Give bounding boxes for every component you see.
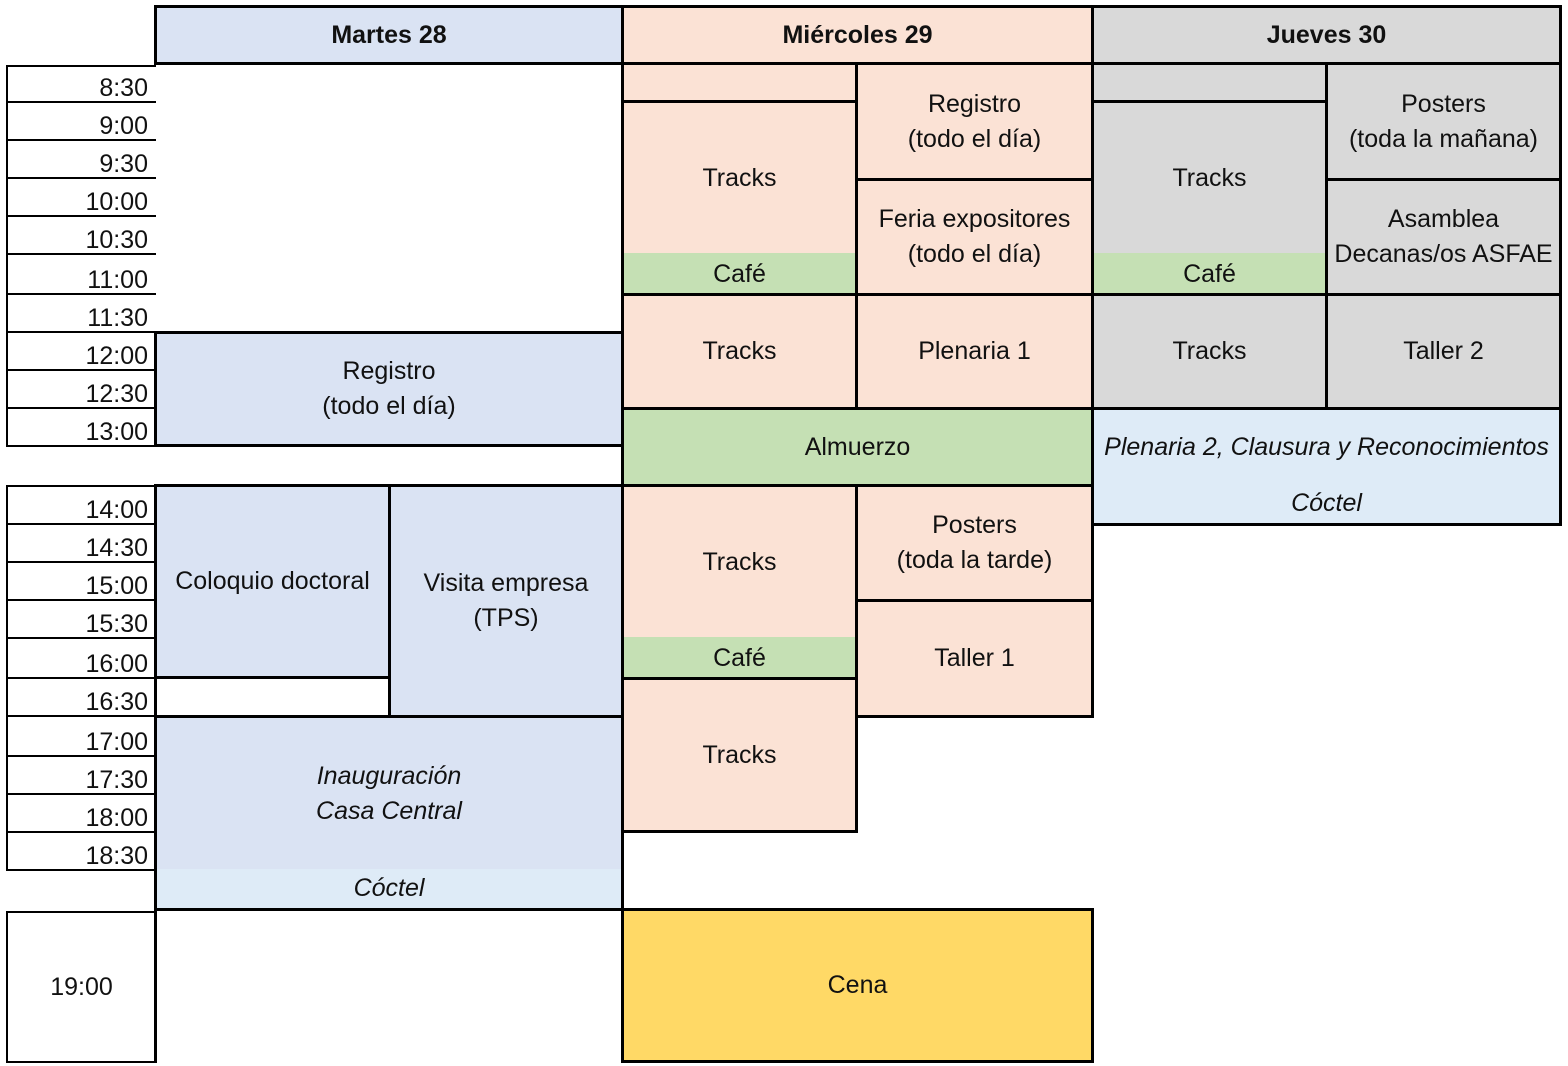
miercoles-cafe-2: Café <box>621 637 858 679</box>
martes-registro: Registro (todo el día) <box>154 331 624 447</box>
divider <box>154 909 157 1063</box>
miercoles-tracks-1: Tracks <box>621 100 858 256</box>
jueves-tracks-2: Tracks <box>1091 293 1328 410</box>
miercoles-registro: Registro (todo el día) <box>855 62 1094 181</box>
miercoles-cena: Cena <box>621 908 1094 1063</box>
time-label: 9:30 <box>6 141 156 179</box>
martes-visita-empresa: Visita empresa (TPS) <box>388 484 624 718</box>
time-label: 12:00 <box>6 333 156 371</box>
day-header-miercoles: Miércoles 29 <box>621 5 1094 65</box>
time-label: 12:30 <box>6 371 156 409</box>
miercoles-cafe-1: Café <box>621 253 858 295</box>
time-label: 10:00 <box>6 179 156 217</box>
time-label: 15:30 <box>6 601 156 639</box>
jueves-coctel: Cóctel <box>1091 484 1562 526</box>
time-label: 13:00 <box>6 409 156 447</box>
time-label: 18:30 <box>6 833 156 871</box>
miercoles-tracks-4: Tracks <box>621 677 858 833</box>
miercoles-feria-expositores: Feria expositores (todo el día) <box>855 178 1094 296</box>
time-label: 15:00 <box>6 563 156 601</box>
jueves-asamblea: Asamblea Decanas/os ASFAE <box>1325 178 1562 296</box>
miercoles-empty-slot <box>621 65 858 103</box>
time-label: 11:00 <box>6 255 156 295</box>
day-header-martes: Martes 28 <box>154 5 624 65</box>
time-label-dinner: 19:00 <box>6 911 157 1063</box>
time-label: 10:30 <box>6 217 156 255</box>
miercoles-tracks-2: Tracks <box>621 293 858 410</box>
miercoles-plenaria-1: Plenaria 1 <box>855 293 1094 410</box>
time-label: 14:30 <box>6 525 156 563</box>
time-label: 9:00 <box>6 103 156 141</box>
time-label: 17:30 <box>6 757 156 795</box>
time-label: 18:00 <box>6 795 156 833</box>
jueves-empty-slot <box>1091 65 1328 103</box>
martes-coctel: Cóctel <box>154 869 624 911</box>
time-label: 14:00 <box>6 485 156 525</box>
time-label: 17:00 <box>6 717 156 757</box>
miercoles-taller-1: Taller 1 <box>855 599 1094 718</box>
martes-inauguracion: Inauguración Casa Central <box>154 715 624 872</box>
jueves-plenaria-2: Plenaria 2, Clausura y Reconocimientos <box>1091 407 1562 487</box>
day-header-jueves: Jueves 30 <box>1091 5 1562 65</box>
miercoles-tracks-3: Tracks <box>621 484 858 640</box>
time-label: 11:30 <box>6 295 156 333</box>
time-label: 8:30 <box>6 65 156 103</box>
martes-empty-slot <box>154 676 391 718</box>
jueves-tracks-1: Tracks <box>1091 100 1328 256</box>
jueves-posters: Posters (toda la mañana) <box>1325 62 1562 181</box>
jueves-cafe: Café <box>1091 253 1328 295</box>
miercoles-almuerzo: Almuerzo <box>621 407 1094 487</box>
jueves-taller-2: Taller 2 <box>1325 293 1562 410</box>
time-label: 16:30 <box>6 679 156 717</box>
time-label: 16:00 <box>6 639 156 679</box>
miercoles-posters: Posters (toda la tarde) <box>855 484 1094 602</box>
martes-coloquio-doctoral: Coloquio doctoral <box>154 484 391 679</box>
